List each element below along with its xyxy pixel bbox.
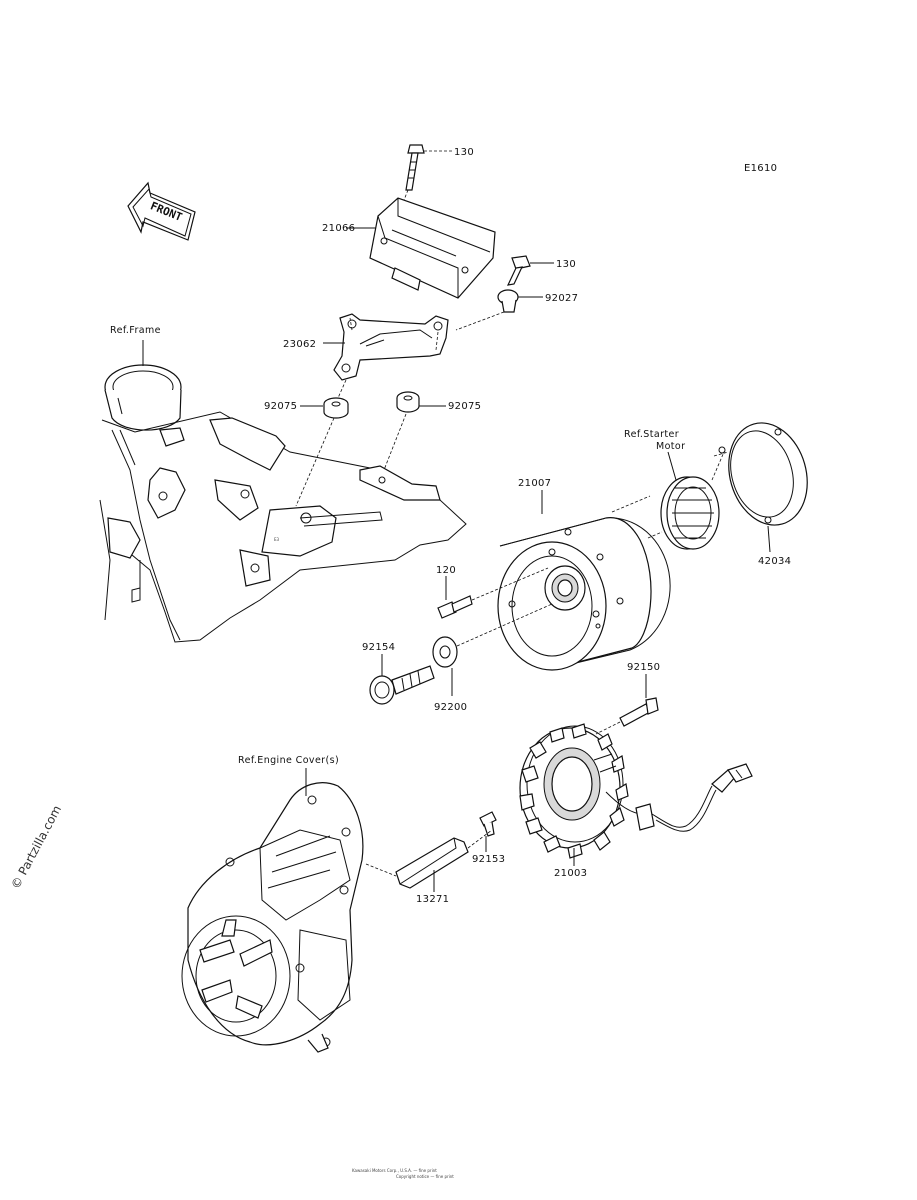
callout-120: 120 [436,565,456,576]
svg-text:E3: E3 [274,537,280,542]
ref-engine-covers-label: Ref.Engine Cover(s) [238,755,339,766]
front-direction-arrow: FRONT [127,181,196,241]
footer-line-2: Copyright notice — fine print [396,1174,454,1179]
engine-cover-reference [181,782,364,1053]
callout-92154: 92154 [362,642,395,653]
bracket-23062[interactable] [333,313,449,381]
rotor-21007[interactable] [497,517,671,671]
collar-92027[interactable] [497,289,519,313]
callout-42034: 42034 [758,556,791,567]
bolt-92150[interactable] [619,697,659,727]
callout-92150: 92150 [627,662,660,673]
callout-130-right: 130 [556,259,576,270]
frame-reference: E3 [99,364,467,643]
bolt-92154[interactable] [369,665,435,705]
damper-92075-left[interactable] [323,397,349,419]
bolt-120[interactable] [437,595,473,619]
callout-92027: 92027 [545,293,578,304]
ref-motor-label: Motor [656,441,685,452]
footer-line-1: Kawasaki Motors Corp., U.S.A. — fine pri… [352,1168,437,1173]
callout-21007: 21007 [518,478,551,489]
callout-21066: 21066 [322,223,355,234]
bolt-130-right[interactable] [506,255,531,286]
stator-wire-harness [605,763,753,832]
clamp-screw-92153[interactable] [479,811,497,837]
gear-42034[interactable] [717,414,819,535]
ref-starter-label: Ref.Starter [624,429,679,440]
callout-92075-right: 92075 [448,401,481,412]
callout-21003: 21003 [554,868,587,879]
damper-92075-right[interactable] [396,391,420,413]
plate-13271[interactable] [395,837,469,889]
callout-92075-left: 92075 [264,401,297,412]
callout-92200: 92200 [434,702,467,713]
partzilla-watermark: © Partzilla.com [8,803,64,891]
callout-13271: 13271 [416,894,449,905]
stator-21003[interactable] [519,723,629,859]
bolt-130-top[interactable] [405,144,425,191]
ref-frame-label: Ref.Frame [110,325,161,336]
callout-23062: 23062 [283,339,316,350]
cover-21066[interactable] [369,197,496,299]
callout-92153: 92153 [472,854,505,865]
washer-92200[interactable] [432,636,458,668]
starter-clutch-gear [660,476,720,550]
callout-130-top: 130 [454,147,474,158]
diagram-code: E1610 [744,163,777,174]
